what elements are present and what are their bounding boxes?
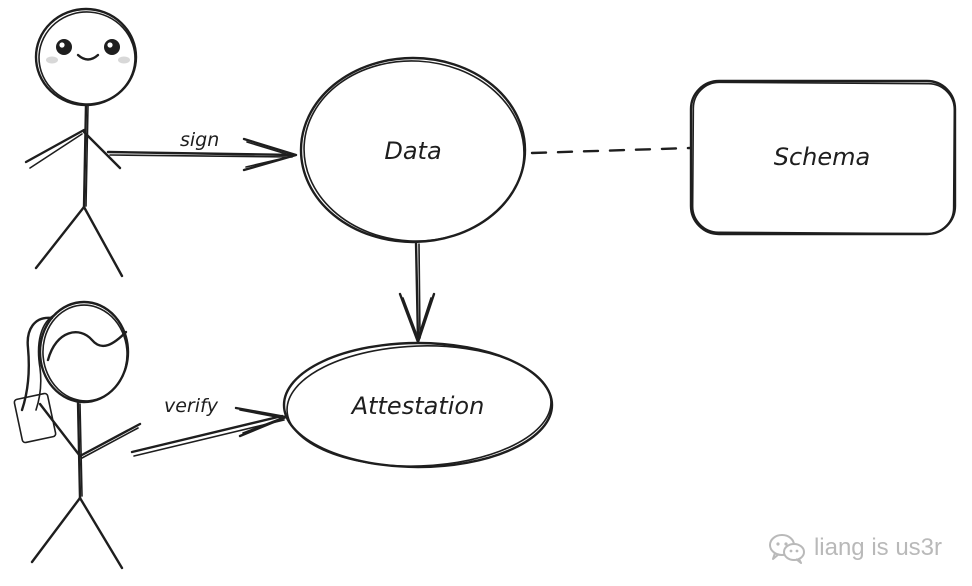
verifier-body [30,400,142,570]
verify-edge-label: verify [164,395,219,417]
attestation-node-label: Attestation [350,392,485,420]
schema-node: Schema [689,79,957,236]
attestation-node: Attestation [282,341,554,469]
data-schema-dashed-link [530,146,692,155]
verifier-figure [13,300,142,570]
signer-figure [24,7,138,278]
data-to-attestation-arrow [398,240,436,344]
bag-icon [13,392,57,444]
verify-arrow: verify [130,395,288,457]
wechat-icon [768,534,805,564]
watermark: liang is us3r [768,532,942,564]
signer-head [34,7,138,107]
data-node: Data [299,56,527,244]
schema-node-label: Schema [774,143,871,171]
data-node-label: Data [384,137,441,165]
sign-arrow: sign [106,129,298,172]
verifier-head [20,300,130,412]
sign-edge-label: sign [180,129,219,151]
signer-body [24,103,124,278]
watermark-text: liang is us3r [813,534,942,561]
